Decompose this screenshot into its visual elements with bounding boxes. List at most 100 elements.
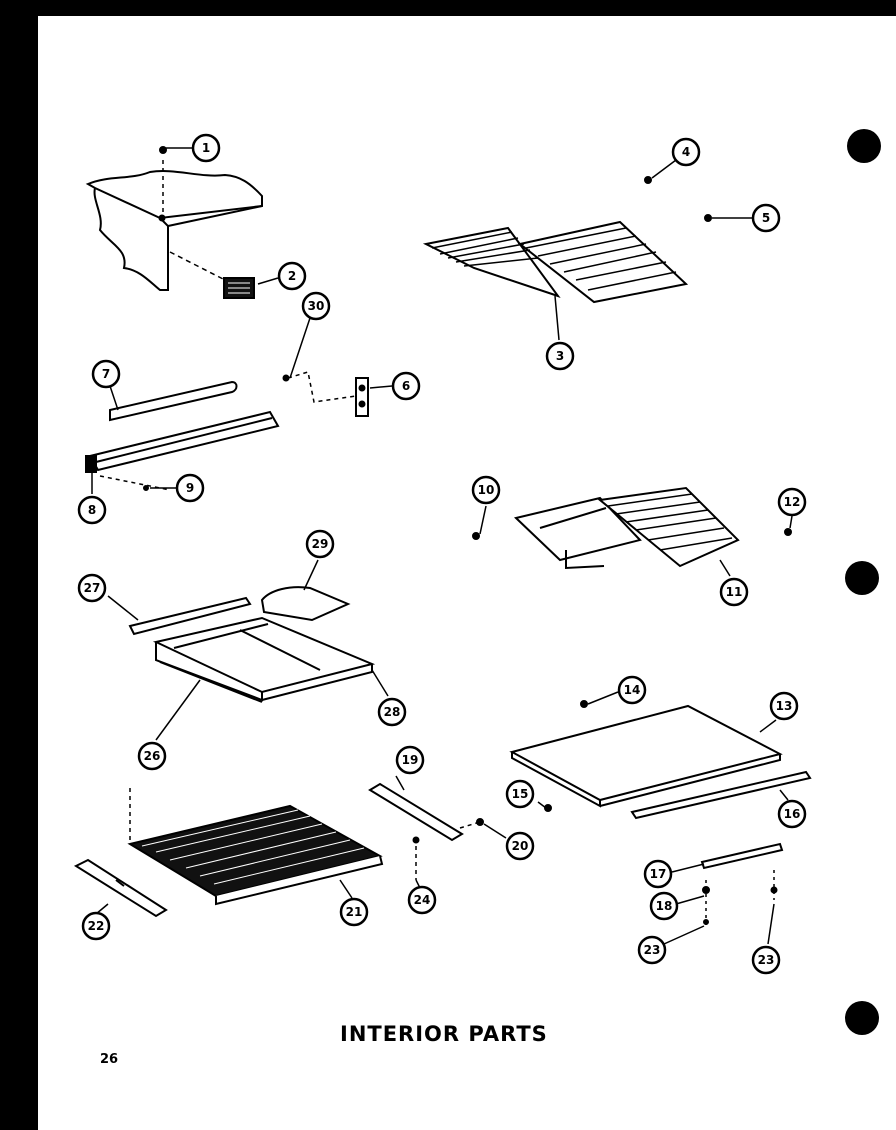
callout-label: 13 xyxy=(776,699,793,713)
callout-label: 14 xyxy=(624,683,641,697)
callout-circle xyxy=(191,133,221,163)
callout-1: 1 xyxy=(191,133,221,163)
callout-11: 11 xyxy=(719,577,749,607)
callout-circle xyxy=(301,291,331,321)
callout-label: 27 xyxy=(84,581,101,595)
callout-circle xyxy=(505,831,535,861)
callout-circle xyxy=(305,529,335,559)
vent-grille xyxy=(223,277,255,299)
callout-label: 24 xyxy=(414,893,431,907)
callout-circle xyxy=(617,675,647,705)
callout-13: 13 xyxy=(769,691,799,721)
callout-circle xyxy=(719,577,749,607)
callout-8: 8 xyxy=(77,495,107,525)
callout-22: 22 xyxy=(81,911,111,941)
fasteners xyxy=(143,146,792,925)
callout-14: 14 xyxy=(617,675,647,705)
callout-circle xyxy=(777,799,807,829)
callout-20: 20 xyxy=(505,831,535,861)
callout-circle xyxy=(81,911,111,941)
callout-3: 3 xyxy=(545,341,575,371)
callout-circle xyxy=(649,891,679,921)
callout-23: 23 xyxy=(751,945,781,975)
page-title: INTERIOR PARTS xyxy=(340,1022,548,1046)
binder-hole-top xyxy=(847,129,881,163)
callout-circle xyxy=(339,897,369,927)
callout-circle xyxy=(377,697,407,727)
top-wire-shelf xyxy=(422,220,689,304)
callout-label: 15 xyxy=(512,787,529,801)
callout-19: 19 xyxy=(395,745,425,775)
binder-hole-bottom xyxy=(845,1001,879,1035)
callout-label: 7 xyxy=(102,367,110,381)
callout-circle xyxy=(391,371,421,401)
callout-circle xyxy=(545,341,575,371)
leader-lines xyxy=(91,147,793,945)
callout-label: 8 xyxy=(88,503,96,517)
binder-holes xyxy=(845,129,881,1035)
callout-27: 27 xyxy=(77,573,107,603)
callout-circle xyxy=(505,779,535,809)
callout-label: 19 xyxy=(402,753,419,767)
callout-circle xyxy=(91,359,121,389)
callout-circle xyxy=(643,859,673,889)
callout-label: 22 xyxy=(88,919,105,933)
callout-circle xyxy=(175,473,205,503)
crisper-frame xyxy=(128,586,376,703)
bottom-wire-shelf xyxy=(127,788,384,906)
callout-label: 9 xyxy=(186,481,194,495)
shelf-rail xyxy=(85,410,280,491)
callout-label: 11 xyxy=(726,585,743,599)
callout-12: 12 xyxy=(777,487,807,517)
callout-label: 20 xyxy=(512,839,529,853)
callout-label: 21 xyxy=(346,905,363,919)
callout-label: 1 xyxy=(202,141,210,155)
shelf-bracket-lower xyxy=(700,842,784,926)
callout-label: 23 xyxy=(644,943,661,957)
callout-label: 5 xyxy=(762,211,770,225)
callout-circle xyxy=(407,885,437,915)
callout-label: 18 xyxy=(656,899,673,913)
callout-29: 29 xyxy=(305,529,335,559)
callout-circle xyxy=(769,691,799,721)
callout-26: 26 xyxy=(137,741,167,771)
callout-4: 4 xyxy=(671,137,701,167)
callout-label: 12 xyxy=(784,495,801,509)
callout-label: 26 xyxy=(144,749,161,763)
callout-18: 18 xyxy=(649,891,679,921)
callout-label: 6 xyxy=(402,379,410,393)
page-number: 26 xyxy=(100,1052,119,1067)
callout-circle xyxy=(777,487,807,517)
callout-15: 15 xyxy=(505,779,535,809)
callout-circle xyxy=(395,745,425,775)
callout-circle xyxy=(637,935,667,965)
callout-24: 24 xyxy=(407,885,437,915)
callout-label: 23 xyxy=(758,953,775,967)
paper-sheet xyxy=(38,16,896,1130)
callout-2: 2 xyxy=(277,261,307,291)
callout-5: 5 xyxy=(751,203,781,233)
callout-label: 4 xyxy=(682,145,690,159)
callout-7: 7 xyxy=(91,359,121,389)
callout-label: 17 xyxy=(650,867,667,881)
callout-label: 2 xyxy=(288,269,296,283)
callout-circle xyxy=(277,261,307,291)
callout-23: 23 xyxy=(637,935,667,965)
shelf-support-right xyxy=(368,782,481,880)
ceiling-panel xyxy=(85,160,263,291)
callout-9: 9 xyxy=(175,473,205,503)
callout-21: 21 xyxy=(339,897,369,927)
callout-circle xyxy=(751,203,781,233)
callout-10: 10 xyxy=(471,475,501,505)
callout-17: 17 xyxy=(643,859,673,889)
callout-circle xyxy=(137,741,167,771)
crisper-wire-shelf xyxy=(513,486,740,570)
callout-circle xyxy=(77,495,107,525)
callout-label: 10 xyxy=(478,483,495,497)
callout-label: 16 xyxy=(784,807,801,821)
callout-28: 28 xyxy=(377,697,407,727)
callout-circle xyxy=(671,137,701,167)
